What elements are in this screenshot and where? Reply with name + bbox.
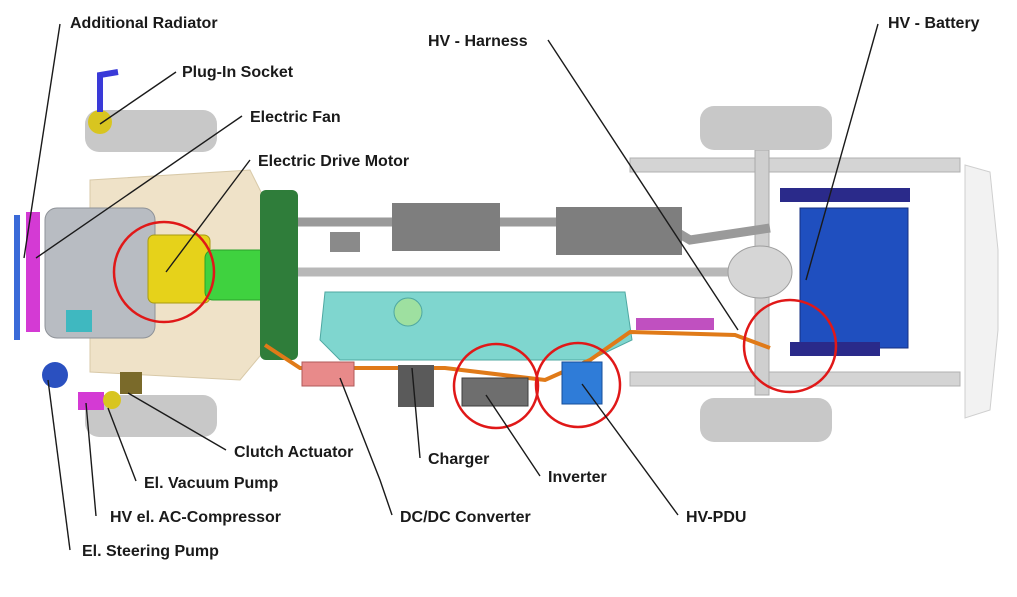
- leader-additional-radiator: [23, 23, 61, 259]
- crossmember: [260, 190, 298, 360]
- hv-battery-pack: [799, 207, 909, 349]
- ring-hv-battery: [742, 298, 838, 394]
- label-hv-el-ac-compressor: HV el. AC-Compressor: [110, 509, 281, 526]
- leader-hv-battery: [805, 23, 879, 281]
- ac-compressor-body: [78, 392, 104, 410]
- leader-el-vacuum-pump: [107, 407, 137, 482]
- frame-rail-rear-top: [629, 157, 961, 173]
- label-el-vacuum-pump: El. Vacuum Pump: [144, 475, 278, 492]
- label-plug-in-socket: Plug-In Socket: [182, 64, 294, 81]
- hv-pdu-box: [561, 361, 603, 405]
- plug-in-socket-body: [88, 110, 112, 134]
- leader-clutch-actuator: [127, 392, 227, 451]
- wheel-rear-top: [700, 106, 832, 150]
- hv-harness-connector: [636, 318, 714, 330]
- leader-hv-pdu: [581, 383, 679, 516]
- dc-dc-converter-box: [301, 361, 355, 387]
- label-inverter: Inverter: [548, 469, 607, 486]
- ring-electric-drive-motor: [112, 220, 216, 324]
- ring-hv-pdu: [534, 341, 622, 429]
- label-hv-battery: HV - Battery: [888, 15, 980, 32]
- leader-inverter: [485, 394, 541, 477]
- label-hv-pdu: HV-PDU: [686, 509, 746, 526]
- leader-electric-fan: [35, 115, 243, 259]
- coolant-module: [66, 310, 92, 332]
- inverter-box: [461, 377, 529, 407]
- fuel-pump: [393, 297, 423, 327]
- leader-hv-harness: [547, 39, 739, 331]
- wheel-rear-bottom: [700, 398, 832, 442]
- leader-charger: [411, 367, 421, 459]
- leader-plug-in-socket: [99, 71, 177, 125]
- label-el-steering-pump: El. Steering Pump: [82, 543, 219, 560]
- leader-electric-drive-motor: [165, 159, 251, 273]
- plug-in-socket-cable: [97, 69, 119, 112]
- charger-box: [398, 365, 434, 407]
- steering-pump-body: [42, 362, 68, 388]
- frame-rail-rear-bottom: [629, 371, 961, 387]
- rear-differential: [727, 245, 793, 299]
- highlight-rings: [112, 220, 838, 430]
- exhaust-pipe-upper: [298, 217, 771, 245]
- engine-block: [44, 207, 156, 339]
- chassis-illustration: [14, 69, 999, 442]
- label-clutch-actuator: Clutch Actuator: [234, 444, 353, 461]
- rear-bumper: [964, 164, 999, 419]
- radiator-edge: [14, 215, 20, 340]
- battery-bracket-top: [780, 188, 910, 202]
- leader-el-steering-pump: [47, 379, 71, 551]
- muffler-3: [330, 232, 360, 252]
- component-labels: Additional Radiator Plug-In Socket Elect…: [70, 15, 980, 560]
- label-hv-harness: HV - Harness: [428, 33, 528, 50]
- label-electric-drive-motor: Electric Drive Motor: [258, 153, 409, 170]
- label-additional-radiator: Additional Radiator: [70, 15, 218, 32]
- leader-hv-el-ac-compressor: [85, 402, 97, 517]
- drive-motor-housing: [147, 234, 211, 304]
- label-charger: Charger: [428, 451, 489, 468]
- leader-lines: [23, 23, 879, 551]
- muffler-1: [392, 203, 500, 251]
- label-dc-dc-converter: DC/DC Converter: [400, 509, 531, 526]
- muffler-2: [556, 207, 682, 255]
- label-electric-fan: Electric Fan: [250, 109, 341, 126]
- leader-dc-dc-converter: [339, 377, 393, 516]
- wheel-front-top: [85, 110, 217, 152]
- radiator-core: [26, 212, 40, 332]
- clutch-actuator-body: [120, 372, 142, 394]
- ring-inverter: [452, 342, 540, 430]
- vacuum-pump-body: [103, 391, 121, 409]
